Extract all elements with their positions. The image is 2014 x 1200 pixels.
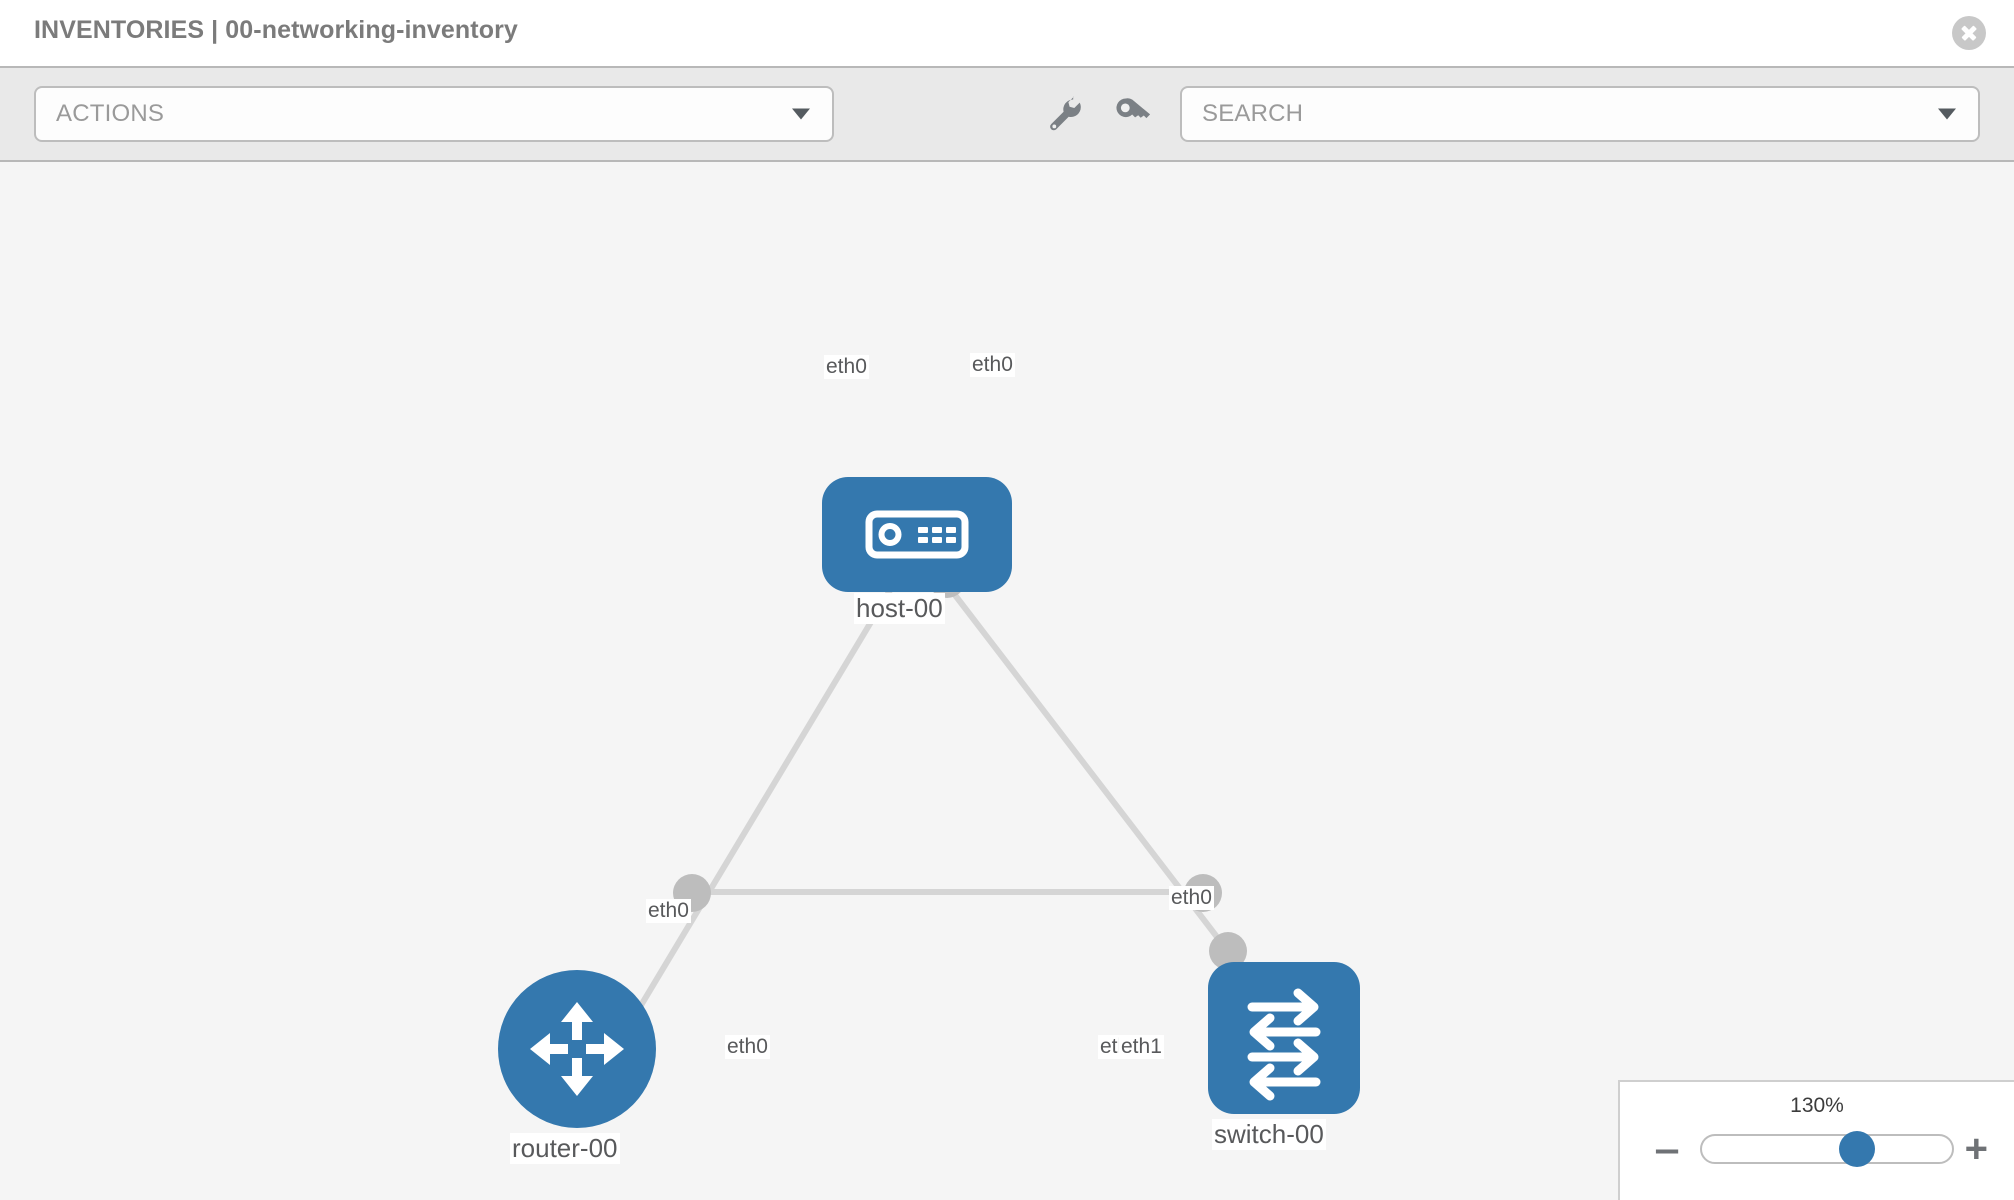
zoom-level-value: 130% xyxy=(1790,1094,1844,1117)
close-icon[interactable] xyxy=(1952,16,1986,50)
page-header: INVENTORIES | 00-networking-inventory xyxy=(0,0,2014,68)
zoom-control[interactable]: 130% ‒ + xyxy=(1618,1080,2014,1200)
chevron-down-icon xyxy=(1938,108,1956,120)
zoom-slider-track[interactable] xyxy=(1700,1131,1954,1167)
edge-host-router xyxy=(622,579,898,1035)
edge-label-router-right: eth0 xyxy=(725,1035,770,1060)
node-router-00-label: router-00 xyxy=(510,1133,620,1164)
page-title: INVENTORIES | 00-networking-inventory xyxy=(34,16,518,44)
wrench-icon[interactable] xyxy=(1040,90,1088,138)
zoom-slider-thumb[interactable] xyxy=(1839,1131,1875,1167)
edge-label-host-left: eth0 xyxy=(824,355,869,380)
node-router-00-shape[interactable] xyxy=(498,970,656,1128)
node-host-00-label: host-00 xyxy=(854,593,945,624)
edge-label-host-right: eth0 xyxy=(970,353,1015,378)
server-icon xyxy=(822,477,1012,592)
edge-label-router-up: eth0 xyxy=(646,899,691,924)
key-icon[interactable] xyxy=(1107,90,1155,138)
switch-arrows-icon xyxy=(1208,962,1360,1114)
edge-label-switch-left: eth1 xyxy=(1119,1035,1164,1060)
chevron-down-icon xyxy=(792,108,810,120)
search-input[interactable]: SEARCH xyxy=(1180,86,1980,142)
topology-canvas[interactable]: host-00 router-00 xyxy=(0,162,2014,1200)
node-switch-00-label: switch-00 xyxy=(1212,1119,1326,1150)
actions-dropdown[interactable]: ACTIONS xyxy=(34,86,834,142)
toolbar: ACTIONS SEARCH xyxy=(0,68,2014,162)
router-arrows-icon xyxy=(498,970,656,1128)
node-host-00-shape[interactable] xyxy=(822,477,1012,592)
search-placeholder: SEARCH xyxy=(1202,100,1304,127)
zoom-out-button[interactable]: ‒ xyxy=(1656,1127,1679,1171)
zoom-in-button[interactable]: + xyxy=(1964,1127,1988,1171)
edge-label-switch-up: eth0 xyxy=(1169,886,1214,911)
actions-dropdown-label: ACTIONS xyxy=(56,100,165,127)
node-switch-00-shape[interactable] xyxy=(1208,962,1360,1114)
topology-edges xyxy=(622,579,1243,1035)
